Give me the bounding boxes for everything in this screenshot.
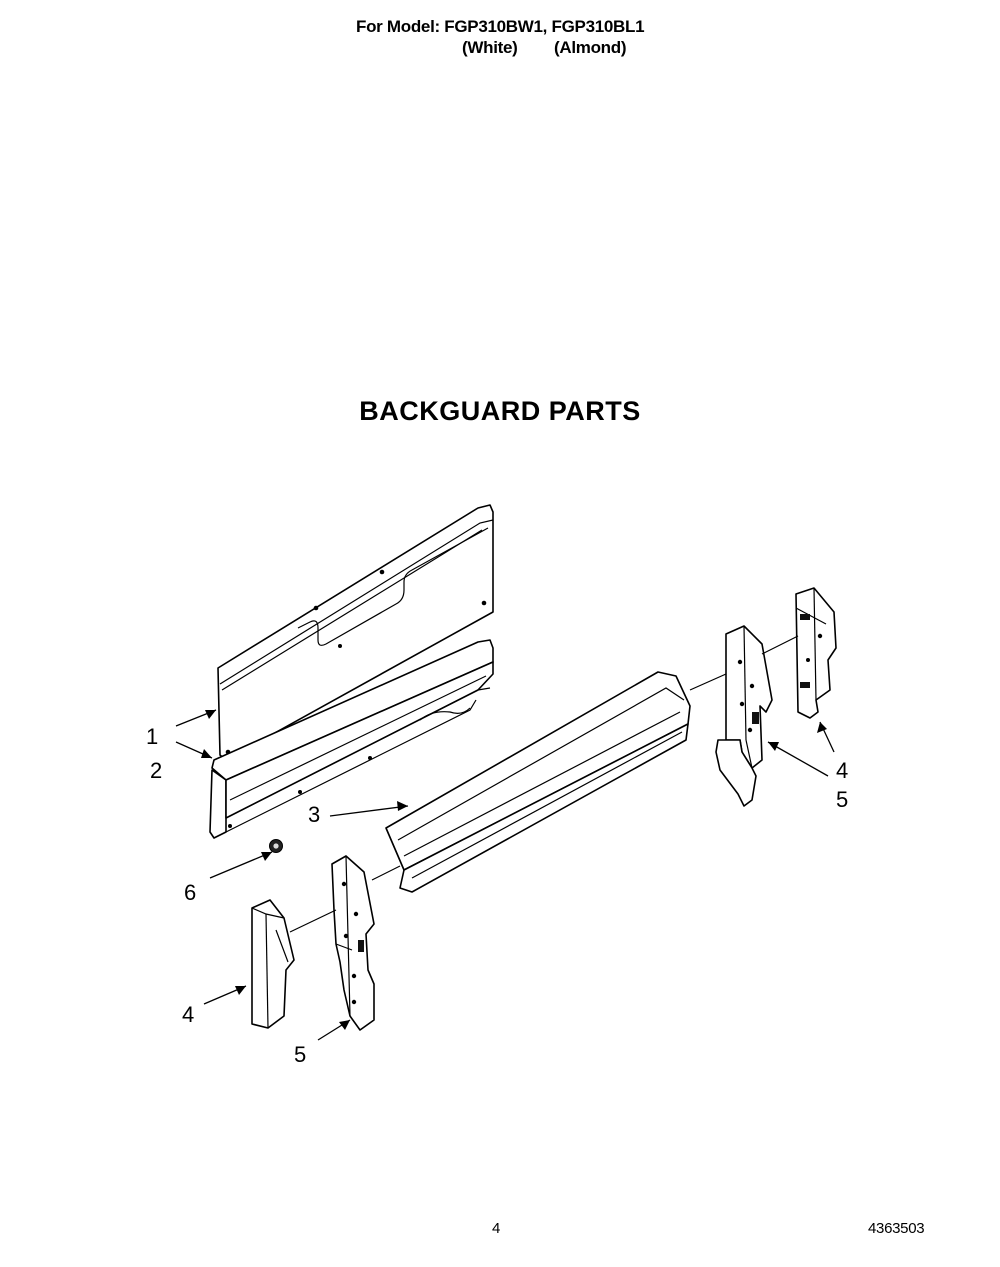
callout-5-right: 5 bbox=[836, 787, 848, 812]
part-4-right-end-cap bbox=[795, 587, 837, 719]
callout-5-left: 5 bbox=[294, 1042, 306, 1067]
part-3-trim-cap bbox=[385, 671, 691, 893]
leader-lines bbox=[175, 709, 835, 1041]
variant-white: (White) bbox=[462, 38, 518, 57]
callout-4-left: 4 bbox=[182, 1002, 194, 1027]
page-title: BACKGUARD PARTS bbox=[359, 396, 641, 426]
document-number: 4363503 bbox=[868, 1220, 925, 1237]
part-5-left-bracket bbox=[331, 855, 375, 1031]
assembly-lines bbox=[289, 635, 799, 933]
callout-1: 1 bbox=[146, 724, 158, 749]
variant-almond: (Almond) bbox=[554, 38, 627, 57]
callout-2: 2 bbox=[150, 758, 162, 783]
part-6-screw bbox=[269, 839, 283, 853]
page-number: 4 bbox=[492, 1220, 501, 1237]
callout-3: 3 bbox=[308, 802, 320, 827]
part-2-lower-channel bbox=[209, 639, 494, 839]
callout-4-right: 4 bbox=[836, 758, 848, 783]
model-line: For Model: FGP310BW1, FGP310BL1 bbox=[356, 17, 645, 36]
part-5-right-bracket bbox=[715, 625, 773, 807]
part-1-backguard-panel bbox=[217, 504, 494, 761]
callout-6: 6 bbox=[184, 880, 196, 905]
callout-labels: 1 2 3 4 5 6 4 5 bbox=[146, 724, 848, 1067]
part-4-left-end-cap bbox=[251, 899, 295, 1029]
